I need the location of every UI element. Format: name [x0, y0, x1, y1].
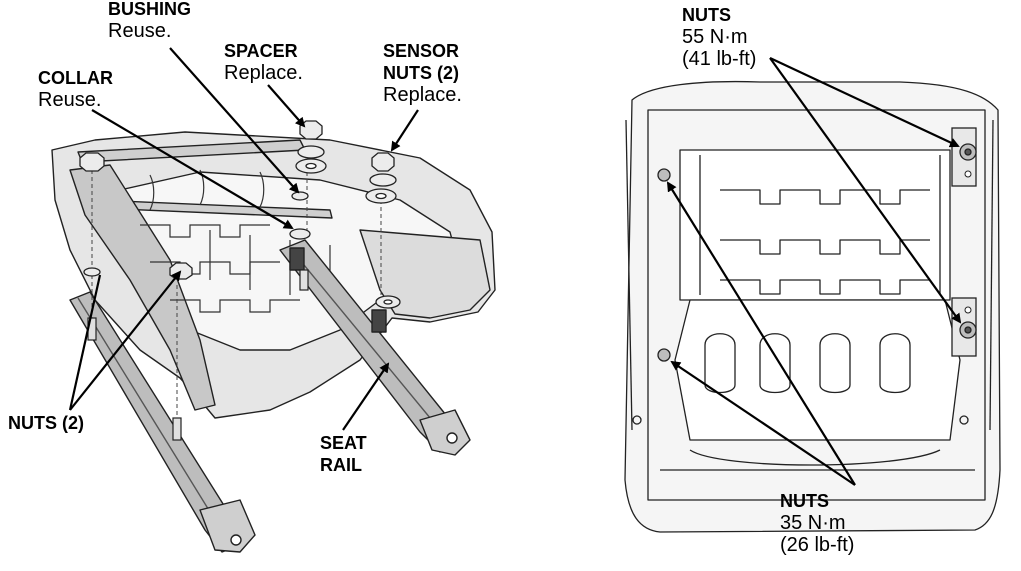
collar-note: Reuse. [38, 89, 102, 111]
seat-rail-name-line2: RAIL [320, 455, 362, 475]
lower-nuts-torque-lbft: (26 lb-ft) [780, 534, 855, 556]
seat-rail-name-line1: SEAT [320, 433, 367, 453]
bushing-note: Reuse. [108, 20, 172, 42]
collar-label: COLLAR Reuse. [38, 67, 113, 111]
upper-nuts-name: NUTS [682, 5, 731, 25]
bushing-label: BUSHING Reuse. [108, 0, 191, 42]
spacer-note: Replace. [224, 62, 303, 84]
sensor-nuts-note: Replace. [383, 84, 462, 106]
sensor-nuts-name-line1: SENSOR [383, 41, 460, 61]
lower-nuts-name: NUTS [780, 491, 829, 511]
bushing-name: BUSHING [108, 0, 192, 19]
upper-nuts-label: NUTS 55 N·m (41 lb-ft) [682, 4, 756, 70]
upper-nuts-torque-nm: 55 N·m [682, 26, 748, 48]
upper-nuts-torque-lbft: (41 lb-ft) [682, 48, 757, 70]
nuts-2-name: NUTS (2) [8, 413, 84, 433]
lower-nuts-torque-nm: 35 N·m [780, 512, 846, 534]
lower-nuts-label: NUTS 35 N·m (26 lb-ft) [780, 490, 854, 556]
sensor-nuts-label: SENSOR NUTS (2) Replace. [383, 40, 462, 106]
collar-name: COLLAR [38, 68, 113, 88]
spacer-name: SPACER [224, 41, 298, 61]
spacer-label: SPACER Replace. [224, 40, 303, 84]
sensor-nuts-name-line2: NUTS (2) [383, 63, 459, 83]
nuts-2-label: NUTS (2) [8, 412, 84, 434]
seat-rail-label: SEAT RAIL [320, 432, 367, 476]
